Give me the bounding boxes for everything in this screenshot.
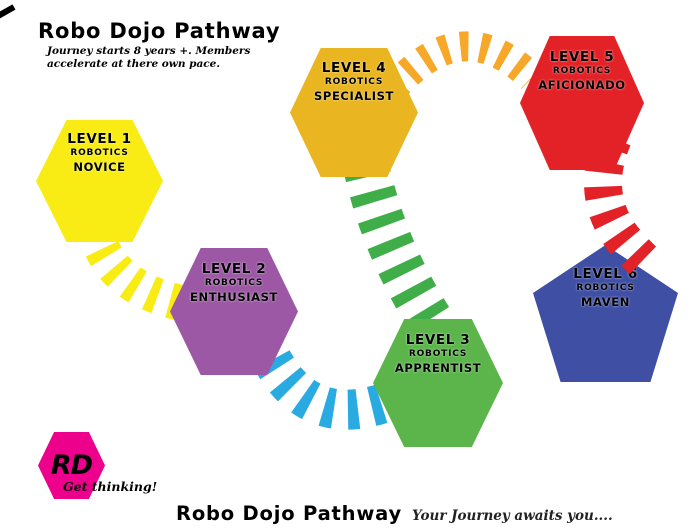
dashed-path-level5-level6 (584, 130, 665, 282)
page-subtitle: Journey starts 8 years +. Members accele… (47, 45, 280, 70)
robotics-label: ROBOTICS (204, 277, 264, 288)
rank-label: MAVEN (581, 294, 630, 309)
robotics-label: ROBOTICS (324, 76, 384, 87)
level-number-label: LEVEL 6 (573, 266, 638, 282)
level-number-label: LEVEL 4 (321, 60, 387, 76)
page-title: Robo Dojo Pathway (38, 19, 281, 43)
footer: Robo Dojo Pathway Your Journey awaits yo… (176, 502, 613, 525)
dashed-path-level4-level5 (382, 31, 543, 99)
robotics-label: ROBOTICS (70, 147, 129, 158)
level-number-label: LEVEL 1 (67, 131, 132, 147)
subtitle-line-2: accelerate at there own pace. (47, 57, 221, 70)
footer-title: Robo Dojo Pathway (176, 502, 403, 525)
footer-tagline: Your Journey awaits you.... (412, 508, 613, 524)
corner-mark (0, 4, 16, 19)
rank-label: AFICIONADO (538, 77, 626, 92)
rank-label: APPRENTIST (394, 360, 482, 375)
level-number-label: LEVEL 5 (549, 49, 615, 65)
rank-label: NOVICE (73, 159, 126, 174)
rank-label: ENTHUSIAST (190, 289, 278, 304)
logo-tagline: Get thinking! (63, 479, 158, 494)
rank-label: SPECIALIST (314, 88, 394, 103)
badge-level-2: LEVEL 2 ROBOTICS ENTHUSIAST (170, 248, 298, 375)
badge-level-4: LEVEL 4 ROBOTICS SPECIALIST (290, 48, 418, 177)
robotics-label: ROBOTICS (552, 65, 612, 76)
level-number-label: LEVEL 3 (405, 332, 471, 348)
badge-level-3: LEVEL 3 ROBOTICS APPRENTIST (373, 319, 503, 447)
robotics-label: ROBOTICS (408, 348, 468, 359)
robotics-label: ROBOTICS (576, 282, 635, 293)
header: Robo Dojo Pathway Journey starts 8 years… (38, 20, 280, 70)
dashed-path-level3-level4 (343, 161, 454, 339)
rd-logo: RD (38, 432, 105, 499)
subtitle-line-1: Journey starts 8 years +. Members (47, 45, 251, 58)
rd-logo-monogram: RD (50, 450, 93, 481)
badge-level-1: LEVEL 1 ROBOTICS NOVICE (36, 120, 163, 242)
level-number-label: LEVEL 2 (201, 261, 267, 277)
